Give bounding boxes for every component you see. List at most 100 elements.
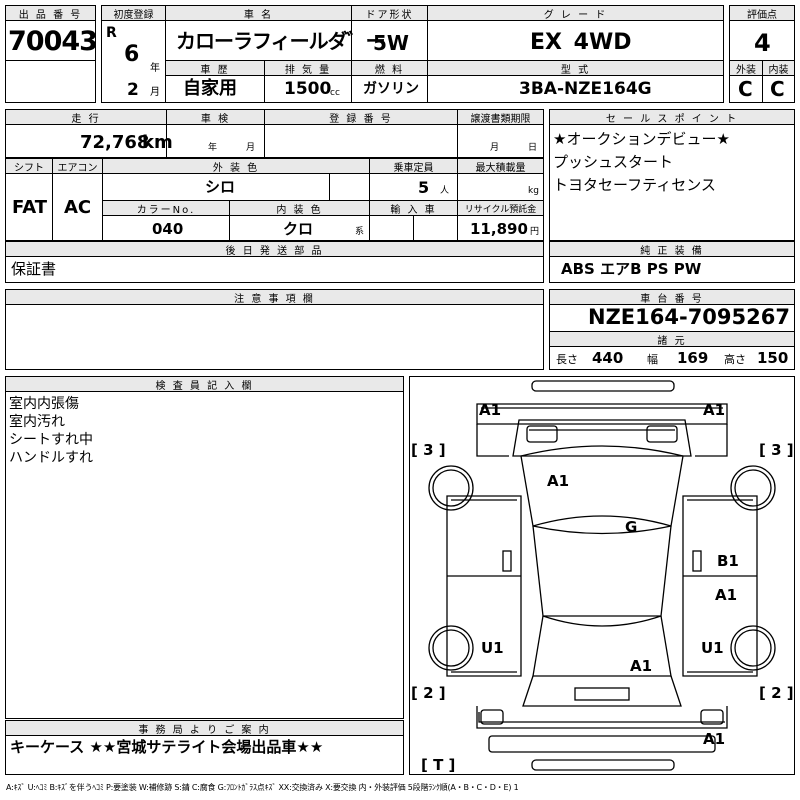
reg-year: 6 xyxy=(124,42,140,67)
sales-label: セ ー ル ス ポ イ ン ト xyxy=(549,109,795,125)
mark-bumper: A1 xyxy=(703,730,725,748)
door-label: ドア形状 xyxy=(351,5,428,21)
height-label: 高さ xyxy=(724,353,746,366)
mark-side-l-bot: [ 2 ] xyxy=(411,684,446,702)
equipment-label: 純 正 装 備 xyxy=(549,241,795,257)
recycle-box xyxy=(457,215,544,241)
equipment-box xyxy=(549,256,795,283)
dims-box xyxy=(549,346,795,370)
sales-item-2: プッシュスタート xyxy=(553,153,674,171)
mark-left-rear: U1 xyxy=(481,639,504,657)
import-box-b xyxy=(413,215,458,241)
interior-color-label: 内 装 色 xyxy=(229,200,370,216)
import-label: 輸 入 車 xyxy=(369,200,458,216)
car-name-label: 車 名 xyxy=(165,5,352,21)
grade: EX 4WD xyxy=(530,30,632,55)
regno-box xyxy=(264,124,458,158)
car-diagram: A1 A1 [ 3 ] [ 3 ] A1 G B1 A1 U1 U1 A1 [ … xyxy=(411,380,794,774)
reg-month: 2 xyxy=(127,80,139,100)
ext-score: C xyxy=(738,77,753,101)
score: 4 xyxy=(754,29,771,57)
color-no-label: カラーNo. xyxy=(102,200,230,216)
fuel-label: 燃 料 xyxy=(351,60,428,76)
mark-trunk: [ T ] xyxy=(421,756,455,774)
office-text: キーケース ★★宮城サテライト会場出品車★★ xyxy=(10,738,324,756)
sales-item-3: トヨタセーフティセンス xyxy=(553,176,716,194)
office-box xyxy=(5,735,404,775)
ext-label: 外装 xyxy=(729,60,763,76)
history-label: 車 歴 xyxy=(165,60,265,76)
lot-empty xyxy=(5,60,96,103)
car-name: カローラフィールダ゛ー xyxy=(176,29,386,53)
equipment: ABS エアB PS PW xyxy=(561,260,702,278)
inspector-line-3: シートすれ中 xyxy=(9,432,93,448)
exterior-color: シロ xyxy=(205,178,236,196)
max-load-label: 最大積載量 xyxy=(457,158,544,174)
ac: AC xyxy=(64,197,92,218)
mark-right-door-b: B1 xyxy=(717,552,739,570)
later: 保証書 xyxy=(11,260,57,278)
recycle-unit: 円 xyxy=(530,227,540,237)
color-no: 040 xyxy=(152,220,184,238)
transfer-day: 日 xyxy=(528,143,538,153)
length-label: 長さ xyxy=(556,353,578,366)
mileage: 72,768 xyxy=(80,132,150,153)
transfer-label: 譲渡書類期限 xyxy=(457,109,544,125)
int-box xyxy=(762,75,795,103)
history: 自家用 xyxy=(183,78,237,99)
interior-color: クロ xyxy=(283,220,314,238)
regno-label: 登 録 番 号 xyxy=(264,109,458,125)
inspection-label: 車 検 xyxy=(166,109,265,125)
grade-label: グ レ ー ド xyxy=(427,5,724,21)
import-box-a xyxy=(369,215,414,241)
transfer-box xyxy=(457,124,544,158)
seats-label: 乗車定員 xyxy=(369,158,458,174)
sales-item-1: ★オークションデビュー★ xyxy=(553,130,730,148)
mark-side-r-top: [ 3 ] xyxy=(759,441,794,459)
height: 150 xyxy=(757,349,789,367)
inspector-line-2: 室内汚れ xyxy=(9,414,65,430)
max-load-unit: kg xyxy=(528,186,539,196)
inspector-line-4: ハンドルすれ xyxy=(9,450,93,466)
mark-right-door-a: A1 xyxy=(715,586,737,604)
inspection-year: 年 xyxy=(208,143,218,153)
mark-fl: A1 xyxy=(479,401,501,419)
model-box xyxy=(427,75,724,103)
notes-label: 注 意 事 項 欄 xyxy=(5,289,544,305)
displacement: 1500 xyxy=(284,79,332,99)
model-label: 型 式 xyxy=(427,60,724,76)
inspector-line-1: 室内内張傷 xyxy=(9,396,79,412)
mark-fr: A1 xyxy=(703,401,725,419)
chassis-label: 車 台 番 号 xyxy=(549,289,795,305)
reg-era: R xyxy=(106,25,117,41)
score-label: 評価点 xyxy=(729,5,795,21)
reg-label: 初度登録 xyxy=(101,5,166,21)
length: 440 xyxy=(592,349,624,367)
later-box xyxy=(5,256,544,283)
int-label: 内装 xyxy=(762,60,795,76)
reg-month-unit: 月 xyxy=(150,87,160,98)
exterior-color-label: 外 装 色 xyxy=(102,158,370,174)
seats-unit: 人 xyxy=(440,186,450,196)
shift: FAT xyxy=(12,197,48,218)
mark-side-r-bot: [ 2 ] xyxy=(759,684,794,702)
legend: A:ｷｽﾞ U:ﾍｺﾐ B:ｷｽﾞを伴うﾍｺﾐ P:要塗装 W:補修跡 S:錆 … xyxy=(6,783,519,792)
width: 169 xyxy=(677,349,709,367)
door: 5W xyxy=(373,31,409,55)
lot-label: 出 品 番 号 xyxy=(5,5,96,21)
mileage-unit: km xyxy=(142,132,173,153)
chassis: NZE164-7095267 xyxy=(588,305,790,329)
mark-side-l-top: [ 3 ] xyxy=(411,441,446,459)
exterior-color-sub xyxy=(329,173,370,201)
office-label: 事 務 局 よ り ご 案 内 xyxy=(5,720,404,736)
fuel: ガソリン xyxy=(363,81,419,97)
displacement-unit: cc xyxy=(330,88,340,98)
model: 3BA-NZE164G xyxy=(519,79,652,99)
ac-label: エアコン xyxy=(52,158,103,174)
mileage-label: 走 行 xyxy=(5,109,167,125)
transfer-month: 月 xyxy=(490,143,500,153)
notes-box xyxy=(5,304,544,370)
seats: 5 xyxy=(418,178,430,197)
reg-year-unit: 年 xyxy=(150,63,160,74)
recycle-label: リサイクル預託金 xyxy=(457,200,544,216)
